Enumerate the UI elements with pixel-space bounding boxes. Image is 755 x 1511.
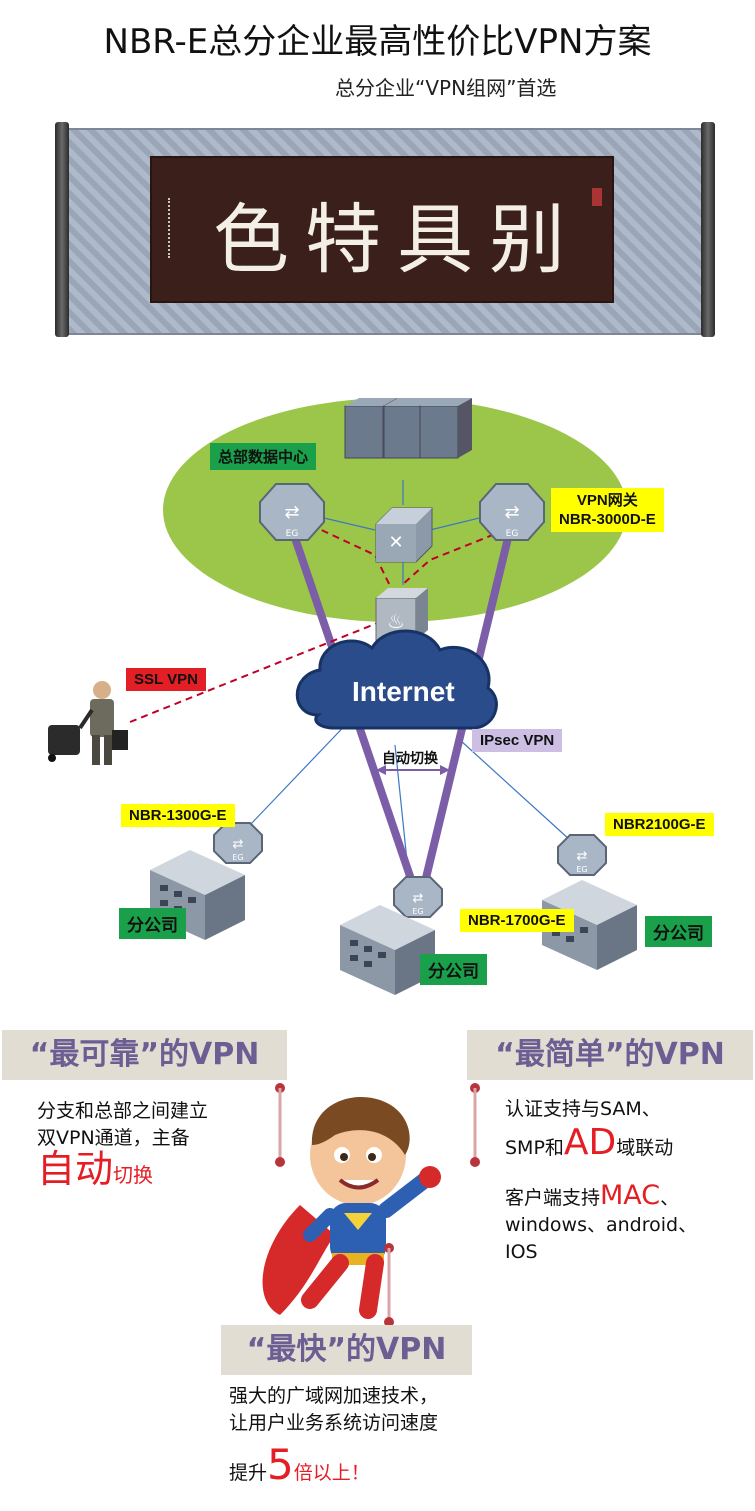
branch-model-center: NBR-1700G-E xyxy=(460,909,574,932)
superhero-mascot-icon xyxy=(262,1097,441,1319)
calligraphy-banner: 色特具别 xyxy=(55,122,715,337)
switch-icon: ✕ xyxy=(375,507,433,563)
fast-line3-prefix: 提升 xyxy=(229,1462,268,1484)
internet-label: Internet xyxy=(352,676,455,707)
internet-cloud-icon xyxy=(295,629,498,730)
branch-label-center: 分公司 xyxy=(420,954,487,985)
reliable-description: 分支和总部之间建立 双VPN通道，主备 自动切换 xyxy=(37,1098,208,1190)
svg-text:EG: EG xyxy=(232,853,243,862)
branch-model-left: NBR-1300G-E xyxy=(121,804,235,827)
simple-line2-prefix: SMP和 xyxy=(505,1137,564,1159)
scroll-rod-left xyxy=(55,122,69,337)
fast-line3-suffix: 倍以上！ xyxy=(293,1462,370,1484)
svg-text:EG: EG xyxy=(286,529,299,539)
scroll-rod-right xyxy=(701,122,715,337)
simple-ad-emphasis: AD xyxy=(563,1122,617,1163)
simple-line4: windows、android、 xyxy=(505,1214,698,1236)
ipsec-vpn-label: IPsec VPN xyxy=(472,729,563,752)
simple-line3-suffix: 、 xyxy=(660,1187,680,1209)
svg-text:⇄: ⇄ xyxy=(413,891,424,906)
svg-text:EG: EG xyxy=(506,529,519,539)
gateway-label-line2: NBR-3000D-E xyxy=(559,511,656,528)
svg-text:⇄: ⇄ xyxy=(504,502,519,523)
svg-text:⇄: ⇄ xyxy=(577,849,588,864)
page-title: NBR-E总分企业最高性价比VPN方案 xyxy=(103,22,652,62)
firewall-icon: ♨ xyxy=(375,588,428,641)
svg-text:⇄: ⇄ xyxy=(284,502,299,523)
router-icon: ⇄ EG ⇄ EG ⇄ EG ⇄ EG ⇄ EG xyxy=(213,483,607,918)
reliable-vpn-title: “最可靠”的VPN xyxy=(2,1030,287,1080)
hq-datacenter-label: 总部数据中心 xyxy=(210,443,317,470)
simple-vpn-title: “最简单”的VPN xyxy=(467,1030,753,1080)
svg-text:⇄: ⇄ xyxy=(233,837,244,852)
fast-line2: 让用户业务系统访问速度 xyxy=(229,1412,439,1434)
page-subtitle: 总分企业“VPN组网”首选 xyxy=(335,76,557,100)
fast-five-emphasis: 5 xyxy=(267,1440,294,1489)
simple-line1: 认证支持与SAM、 xyxy=(505,1098,661,1120)
svg-text:♨: ♨ xyxy=(387,609,405,633)
signature-mark xyxy=(168,198,198,258)
fast-description: 强大的广域网加速技术， 让用户业务系统访问速度 提升5倍以上！ xyxy=(229,1383,438,1487)
connector-line-right xyxy=(470,1083,480,1167)
svg-text:EG: EG xyxy=(576,865,587,874)
gateway-label-line1: VPN网关 xyxy=(576,492,638,509)
reliable-line1: 分支和总部之间建立 xyxy=(37,1100,209,1122)
svg-text:EG: EG xyxy=(412,907,423,916)
fast-line1: 强大的广域网加速技术， xyxy=(229,1385,439,1407)
mobile-user-icon xyxy=(48,681,128,765)
connector-line-left xyxy=(275,1083,285,1167)
branch-label-left: 分公司 xyxy=(119,908,186,939)
fast-vpn-title: “最快”的VPN xyxy=(221,1325,472,1375)
svg-text:✕: ✕ xyxy=(388,532,403,553)
simple-mac-emphasis: MAC xyxy=(600,1180,661,1211)
reliable-emphasis-suffix: 切换 xyxy=(113,1163,154,1187)
connector-line-bottom xyxy=(384,1243,394,1327)
calligraphy-plaque: 色特具别 xyxy=(150,156,614,303)
failover-label: 自动切换 xyxy=(382,751,438,767)
reliable-line2: 双VPN通道，主备 xyxy=(37,1127,190,1149)
server-icon xyxy=(344,398,472,459)
ssl-vpn-label: SSL VPN xyxy=(126,668,206,691)
simple-line5: IOS xyxy=(505,1241,538,1263)
simple-line3-prefix: 客户端支持 xyxy=(505,1187,601,1209)
failover-arrow-icon xyxy=(376,765,450,775)
reliable-emphasis: 自动 xyxy=(37,1147,114,1191)
branch-label-right: 分公司 xyxy=(645,916,712,947)
branch-model-right: NBR2100G-E xyxy=(605,813,714,836)
calligraphy-text: 色特具别 xyxy=(213,195,581,284)
seal-stamp xyxy=(592,188,602,206)
vpn-gateway-label: VPN网关 NBR-3000D-E xyxy=(551,488,664,532)
ssl-vpn-lines xyxy=(129,519,506,723)
simple-description: 认证支持与SAM、 SMP和AD域联动 客户端支持MAC、 windows、an… xyxy=(505,1096,697,1266)
simple-line2-suffix: 域联动 xyxy=(616,1137,674,1159)
network-diagram: ✕ ♨ ⇄ EG ⇄ EG ⇄ EG ⇄ EG ⇄ xyxy=(48,398,637,995)
